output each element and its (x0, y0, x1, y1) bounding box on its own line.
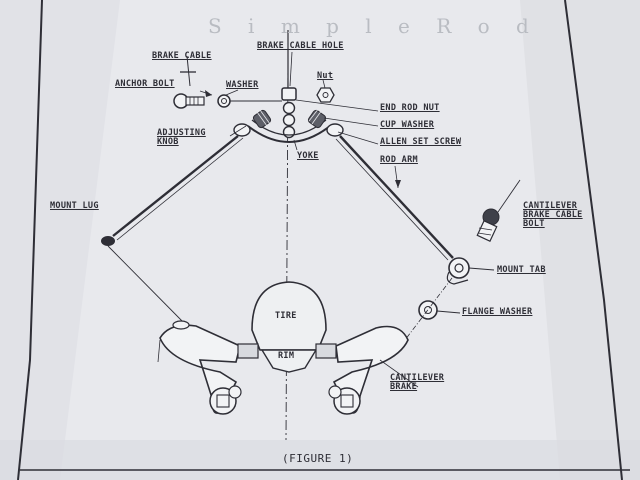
label-cantilever-brake-cable-bolt: CANTILEVER BRAKE CABLE BOLT (523, 201, 583, 229)
label-nut: Nut (317, 71, 334, 81)
label-brake-cable: BRAKE CABLE (152, 51, 212, 61)
mount-lug-part (101, 236, 115, 246)
label-adjusting-knob: ADJUSTING KNOB (157, 128, 206, 147)
cantilever-brake-right (315, 325, 409, 415)
label-tire: TIRE (275, 311, 297, 321)
tire-shape (251, 281, 327, 351)
yoke-ring-2 (282, 113, 296, 127)
label-brake-cable-hole: BRAKE CABLE HOLE (257, 41, 344, 51)
label-cantilever-brake: CANTILEVER BRAKE (390, 373, 445, 392)
figure-caption: (FIGURE 1) (282, 452, 354, 465)
header-text: S i m p l e R o d (208, 14, 539, 38)
adjusting-knob-right (307, 107, 327, 129)
label-rod-arm: ROD ARM (380, 155, 418, 165)
rod-arm-right (339, 135, 454, 259)
cantilever-bolt-part (476, 208, 500, 243)
label-washer: WASHER (226, 80, 259, 90)
cantilever-brake-left (159, 320, 259, 415)
end-rod-left (233, 123, 251, 137)
washer-part (217, 94, 231, 108)
label-rim: RIM (278, 351, 295, 361)
mount-lug-leader (107, 245, 187, 326)
frame-right (564, 0, 623, 480)
label-mount-tab: MOUNT TAB (497, 265, 546, 275)
frame-left (17, 0, 43, 480)
yoke-ring-3 (282, 125, 296, 139)
anchor-bolt-shank (185, 96, 205, 106)
label-cup-washer: CUP WASHER (380, 120, 435, 130)
label-flange-washer: FLANGE WASHER (462, 307, 533, 317)
brake-cable-leader (186, 55, 191, 87)
yoke-arc (247, 125, 331, 143)
nut-part (316, 87, 335, 103)
rod-arm-left (112, 135, 239, 237)
yoke-ring-1 (282, 101, 296, 115)
right-leader-dashed (404, 277, 453, 341)
paper-fold-shadow (0, 440, 640, 480)
rim-shape (260, 349, 318, 373)
label-end-rod-nut: END ROD NUT (380, 103, 440, 113)
flange-washer-part (418, 300, 438, 320)
mount-tab-part (448, 257, 470, 279)
label-yoke: YOKE (297, 151, 319, 161)
brake-cable-hole-part (281, 87, 297, 101)
label-anchor-bolt: ANCHOR BOLT (115, 79, 175, 89)
label-allen-set-screw: ALLEN SET SCREW (380, 137, 462, 147)
adjusting-knob-left (252, 109, 272, 129)
label-mount-lug: MOUNT LUG (50, 201, 99, 211)
end-rod-right (326, 123, 344, 137)
